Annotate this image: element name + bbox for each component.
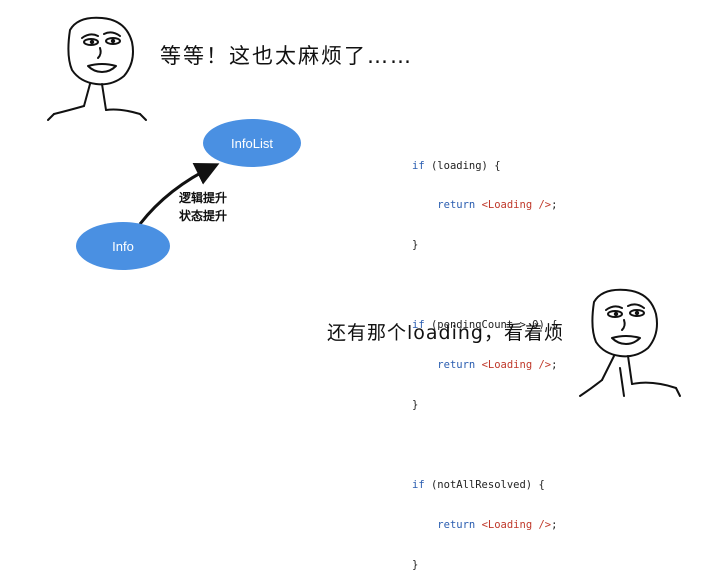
code-line: }: [412, 239, 557, 252]
code-line: if (pendingCount > 0) {: [412, 319, 557, 332]
edge-label-state-lift: 状态提升: [179, 209, 228, 223]
code-snippet: if (loading) { return <Loading />; } if …: [412, 133, 557, 585]
code-semicolon: ;: [551, 518, 558, 531]
code-condition: (pendingCount > 0) {: [424, 319, 558, 332]
code-condition: (loading) {: [424, 159, 501, 172]
edge-label-logic-lift: 逻辑提升: [179, 191, 228, 205]
code-jsx-tag: <Loading />: [481, 518, 552, 531]
bottom-caption: 还有那个loading，看着烦: [327, 322, 564, 344]
code-line: if (notAllResolved) {: [412, 479, 557, 492]
code-jsx-tag: <Loading />: [481, 199, 552, 212]
code-line: }: [412, 399, 557, 412]
node-info: Info: [76, 222, 170, 270]
code-line: if (loading) {: [412, 160, 557, 173]
code-keyword: return: [437, 199, 476, 212]
code-keyword: if: [412, 319, 425, 332]
top-caption: 等等！这也太麻烦了……: [160, 44, 413, 68]
code-keyword: if: [412, 478, 425, 491]
node-info-label: Info: [112, 238, 134, 254]
code-jsx-tag: <Loading />: [481, 359, 552, 372]
code-semicolon: ;: [551, 199, 558, 212]
meme-face-icon: [47, 16, 147, 121]
node-infolist: InfoList: [203, 119, 301, 167]
code-keyword: return: [437, 359, 476, 372]
code-line: return <Loading />;: [412, 199, 557, 212]
lift-arrow: [138, 162, 220, 225]
code-line: return <Loading />;: [412, 519, 557, 532]
code-close-brace: }: [412, 558, 419, 571]
code-condition: (notAllResolved) {: [424, 478, 545, 491]
code-keyword: if: [412, 159, 425, 172]
code-close-brace: }: [412, 239, 419, 252]
code-line: return <Loading />;: [412, 359, 557, 372]
code-line: }: [412, 559, 557, 572]
code-keyword: return: [437, 518, 476, 531]
code-semicolon: ;: [551, 359, 558, 372]
meme-face-icon: [579, 288, 681, 397]
node-infolist-label: InfoList: [231, 135, 273, 151]
